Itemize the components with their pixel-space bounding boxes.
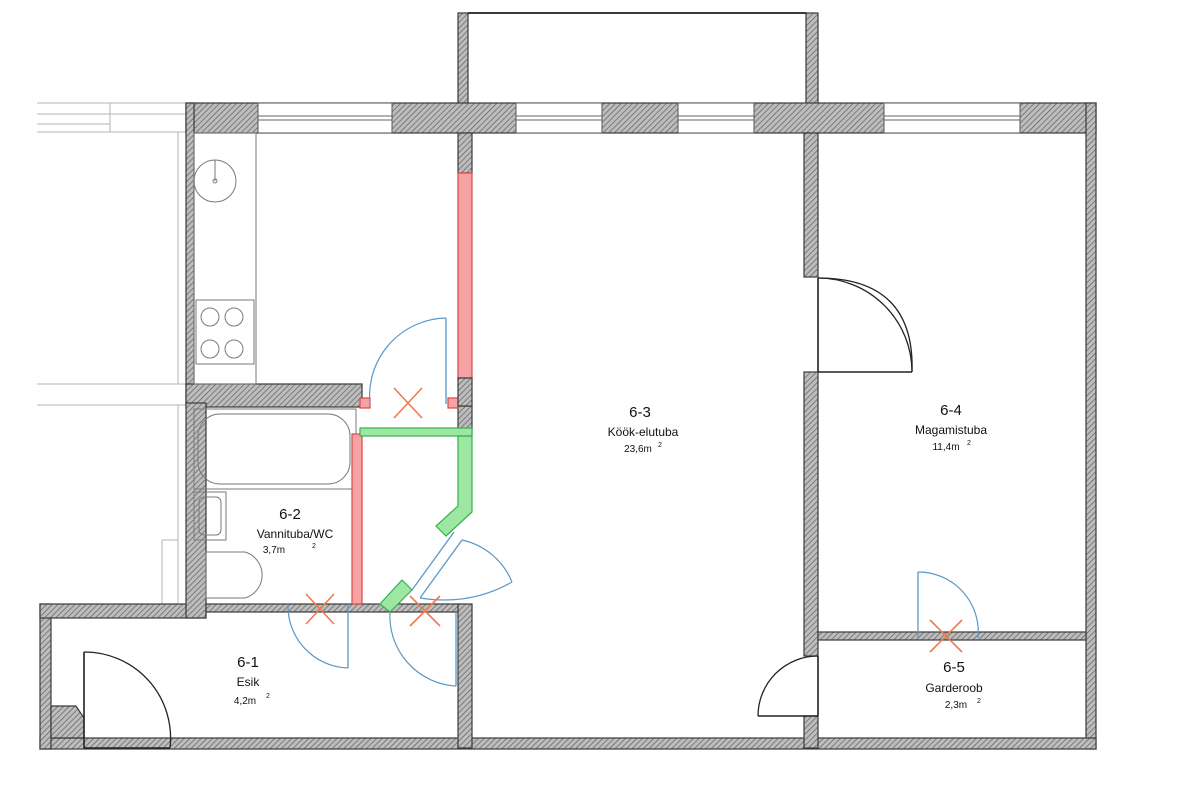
room-label-6-5: 6-5 Garderoob 2,3m 2 xyxy=(925,659,983,711)
removed-door-markers xyxy=(305,387,963,653)
windows xyxy=(257,102,1021,134)
room-area: 4,2m xyxy=(234,696,256,707)
room-number: 6-5 xyxy=(943,659,965,676)
room-name: Vannituba/WC xyxy=(257,527,334,541)
new-walls xyxy=(359,377,473,613)
room-area-sup: 2 xyxy=(266,693,270,700)
planned-doors xyxy=(287,317,979,687)
cross-icon xyxy=(393,387,423,419)
hall-door xyxy=(389,611,457,687)
window-living-left xyxy=(515,102,603,134)
entry-door xyxy=(83,651,172,749)
kitchen-counter xyxy=(193,132,257,385)
room-number: 6-1 xyxy=(237,654,259,671)
room-area: 2,3m xyxy=(945,700,967,711)
room-name: Esik xyxy=(237,675,261,689)
window-bedroom xyxy=(883,102,1021,134)
garderoob-door xyxy=(917,571,979,639)
room-area: 3,7m xyxy=(263,545,285,556)
bathroom-door xyxy=(287,603,349,669)
wardrobe-door xyxy=(757,655,819,717)
room-area-sup: 2 xyxy=(977,698,981,705)
living-door xyxy=(411,531,513,601)
room-area-sup: 2 xyxy=(658,442,662,449)
window-bathroom-kitchen xyxy=(257,102,393,134)
neighbour-outline xyxy=(37,102,186,604)
room-number: 6-3 xyxy=(629,404,651,421)
room-name: Magamistuba xyxy=(915,423,987,437)
room-label-6-1: 6-1 Esik 4,2m 2 xyxy=(234,654,270,707)
cross-icon xyxy=(409,595,441,627)
bathroom-fixtures xyxy=(193,408,357,599)
bedroom-door xyxy=(817,277,913,373)
room-name: Garderoob xyxy=(925,681,983,695)
existing-doors xyxy=(83,277,913,749)
toilet-icon xyxy=(205,551,263,599)
room-label-6-3: 6-3 Köök-elutuba 23,6m 2 xyxy=(608,404,679,455)
kitchen-door xyxy=(368,317,447,405)
room-area: 23,6m xyxy=(624,444,652,455)
room-area-sup: 2 xyxy=(967,440,971,447)
room-number: 6-2 xyxy=(279,506,301,523)
window-living-right xyxy=(677,102,755,134)
room-label-6-2: 6-2 Vannituba/WC 3,7m 2 xyxy=(257,506,334,556)
room-area: 11,4m xyxy=(932,442,959,453)
kitchen-fixtures xyxy=(193,132,257,385)
washbasin-icon xyxy=(193,491,227,541)
demolished-walls xyxy=(351,172,473,605)
cross-icon xyxy=(305,593,335,625)
cross-icon xyxy=(929,619,963,653)
balcony xyxy=(457,12,819,106)
room-name: Köök-elutuba xyxy=(608,425,679,439)
room-area-sup: 2 xyxy=(312,543,316,550)
room-label-6-4: 6-4 Magamistuba 11,4m 2 xyxy=(915,402,987,453)
bathtub-icon xyxy=(193,408,357,490)
stove-icon xyxy=(195,299,255,365)
room-number: 6-4 xyxy=(940,402,962,419)
